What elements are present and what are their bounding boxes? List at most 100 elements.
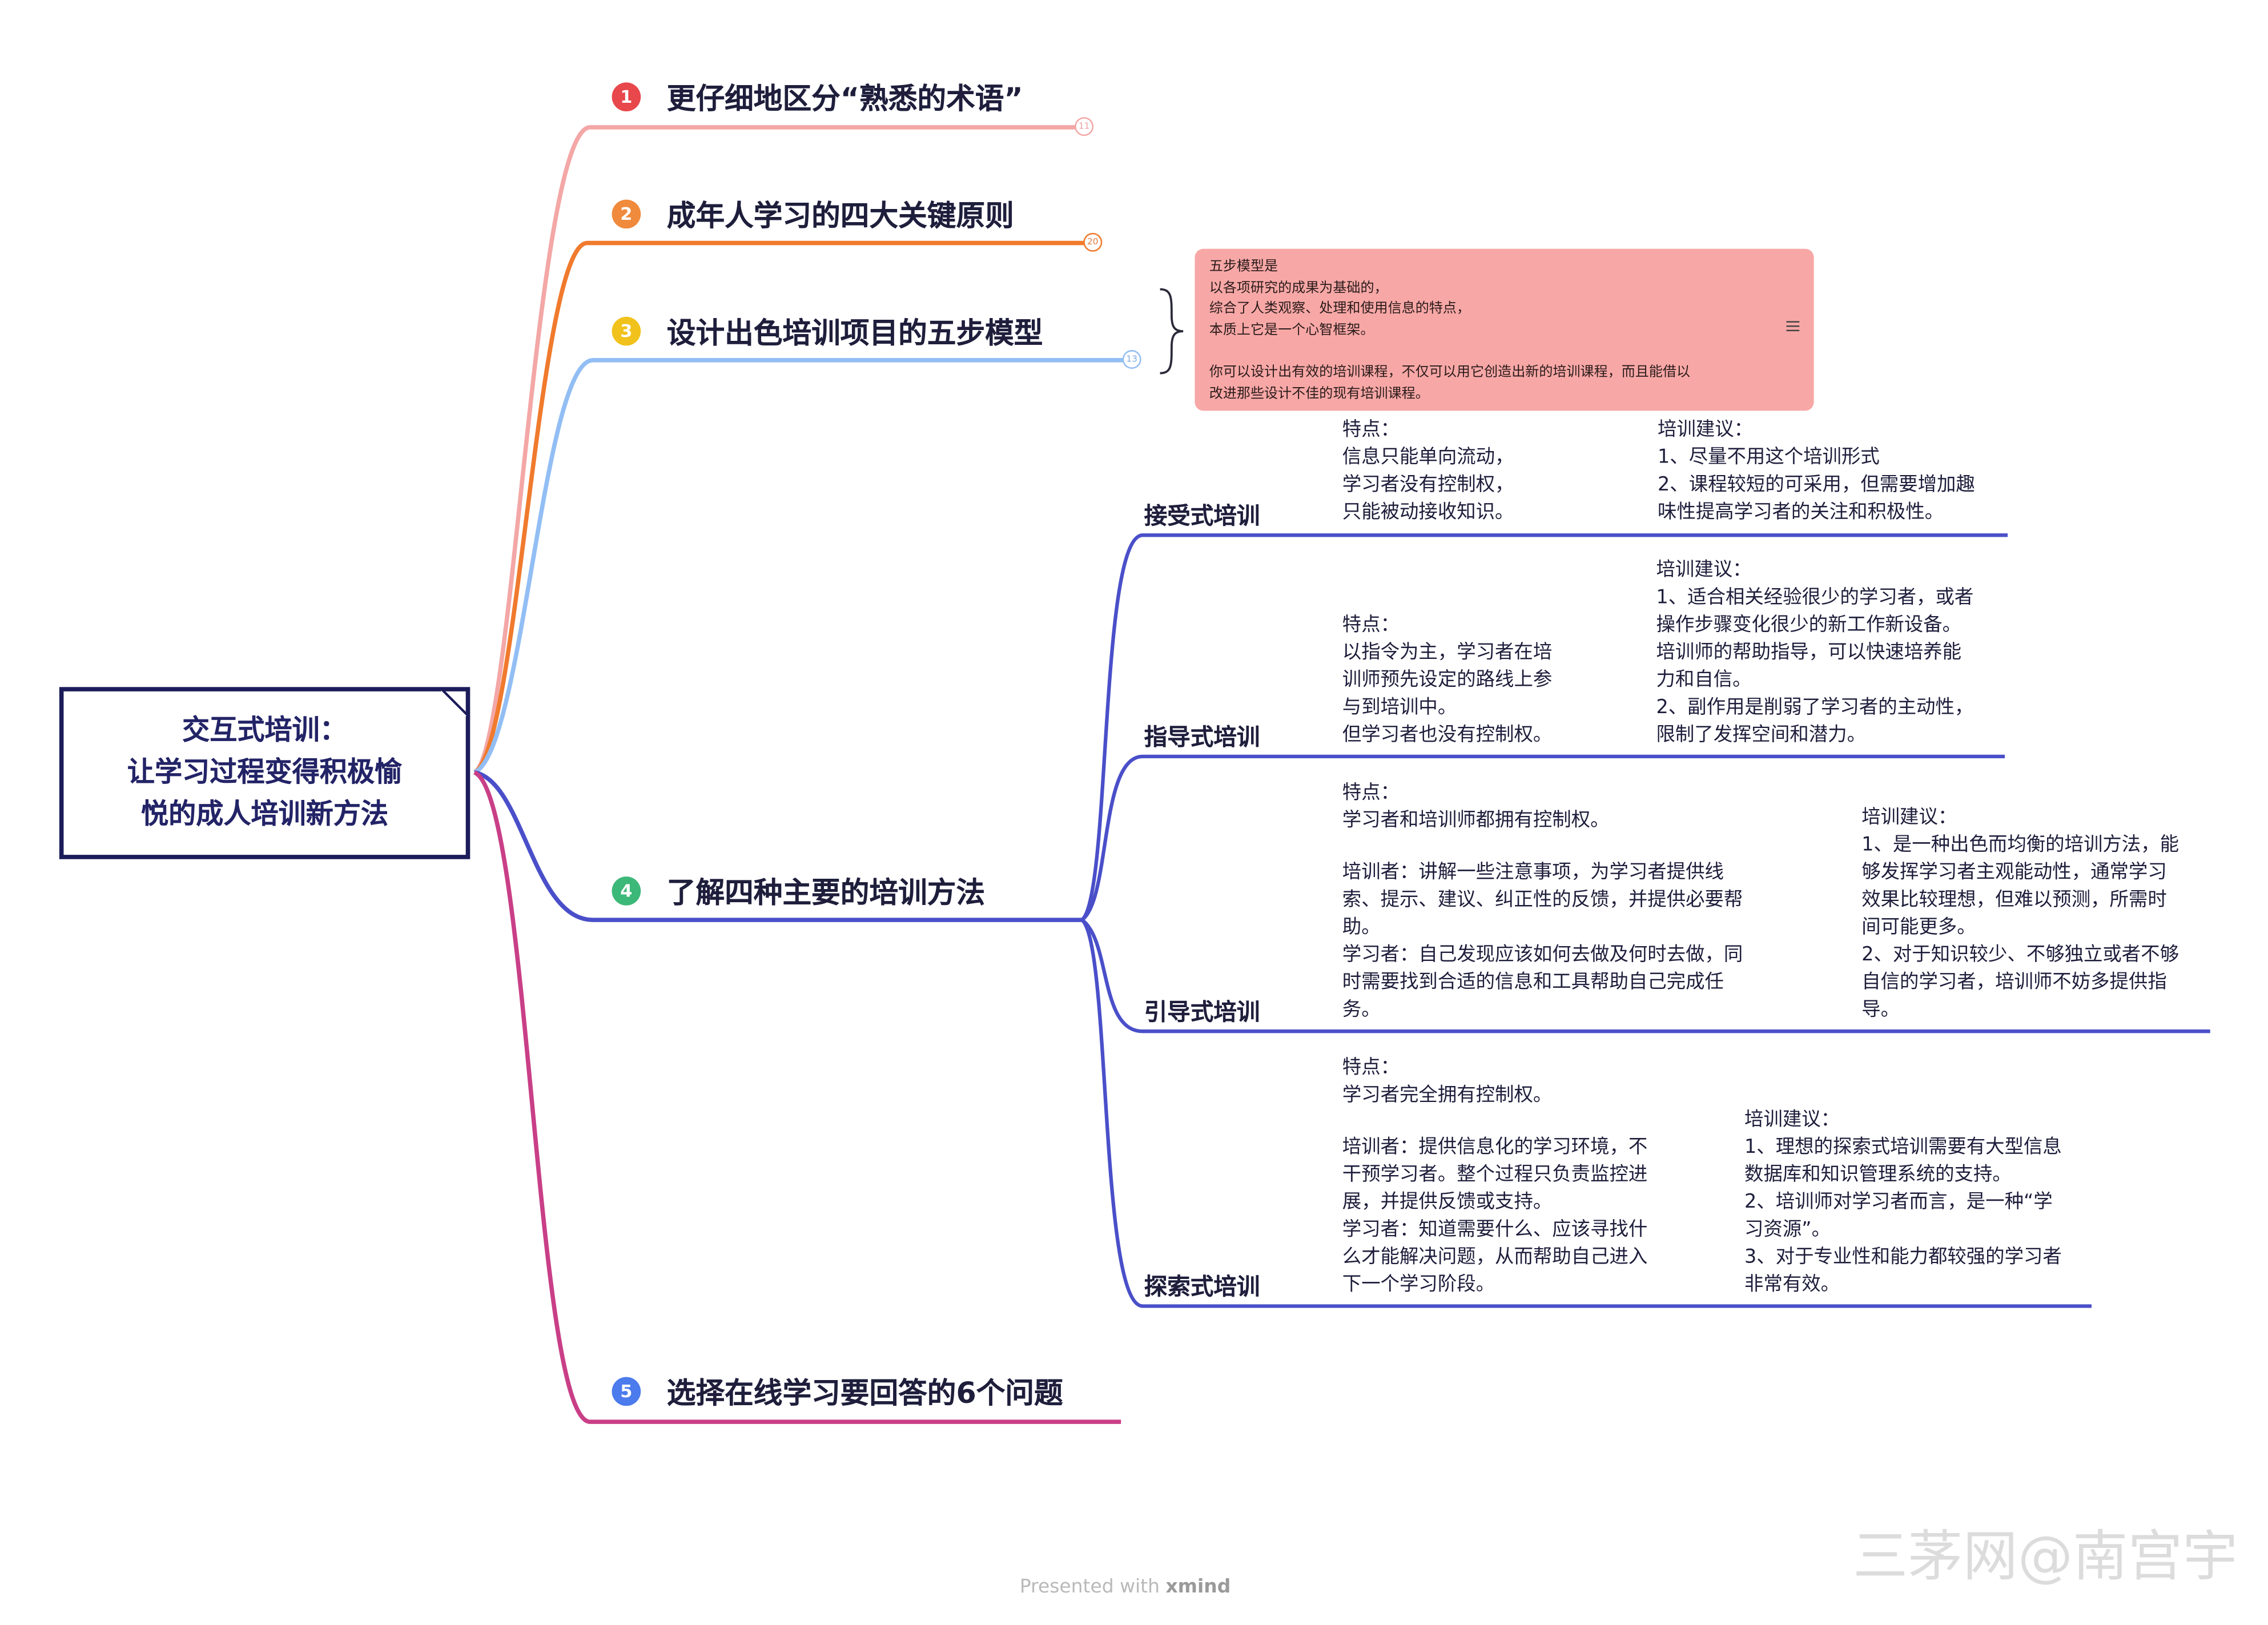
method-2-title[interactable]: 指导式培训 [1144,723,1260,751]
branch-line-5 [473,770,1121,1424]
central-topic-line-1: 交互式培训： [182,714,347,747]
text-line: 信息只能单向流动， [1342,447,1514,469]
text-line: 味性提高学习者的关注和积极性。 [1658,502,1944,524]
text-line: 1、适合相关经验很少的学习者，或者 [1656,587,1974,609]
method-1-advice[interactable]: 培训建议： 1、尽量不用这个培训形式 2、课程较短的可采用，但需要增加趣 味性提… [1658,417,1975,527]
method-line-3 [1080,918,2210,1033]
text-line: 特点： [1342,1057,1400,1079]
note-card[interactable]: 五步模型是 以各项研究的成果为基础的， 综合了人类观察、处理和使用信息的特点， … [1195,248,1814,411]
text-line: 培训建议： [1861,807,1957,829]
watermark: 三茅网@南宫宇 [1853,1524,2238,1588]
text-line: 助。 [1342,917,1381,939]
topic-4-label: 了解四种主要的培训方法 [666,875,986,910]
note-spacer [1209,342,1800,363]
text-line: 力和自信。 [1656,669,1752,691]
text-spacer [1342,835,1743,859]
topic-4[interactable]: 4 了解四种主要的培训方法 [612,869,986,911]
method-2-features[interactable]: 特点： 以指令为主，学习者在培 训师预先设定的路线上参 与到培训中。 但学习者也… [1342,612,1552,750]
text-line: 特点： [1342,614,1400,637]
topic-3-label: 设计出色培训项目的五步模型 [666,315,1043,351]
text-line: 2、课程较短的可采用，但需要增加趣 [1658,474,1975,496]
central-topic-line-2: 让学习过程变得积极愉 [127,756,403,789]
text-line: 2、对于知识较少、不够独立或者不够 [1861,944,2179,967]
text-line: 与到培训中。 [1342,697,1457,719]
text-line: 特点： [1342,419,1400,441]
text-line: 够发挥学习者主观能动性，通常学习 [1861,862,2167,884]
text-line: 数据库和知识管理系统的支持。 [1744,1164,2012,1186]
method-2-advice[interactable]: 培训建议： 1、适合相关经验很少的学习者，或者 操作步骤变化很少的新工作新设备。… [1656,557,1974,749]
method-4-title[interactable]: 探索式培训 [1144,1273,1260,1301]
text-line: 习资源”。 [1744,1219,1831,1241]
topic-2-label: 成年人学习的四大关键原则 [666,198,1014,233]
text-line: 索、提示、建议、纠正性的反馈，并提供必要帮 [1342,889,1743,911]
central-topic-line-3: 悦的成人培训新方法 [140,798,389,831]
text-line: 以指令为主，学习者在培 [1342,642,1553,664]
number-badge-icon: 4 [612,875,641,905]
text-line: 特点： [1342,782,1400,805]
collapsed-count-badge[interactable]: 11 [1075,117,1094,136]
text-line: 学习者：自己发现应该如何去做及何时去做，同 [1342,944,1743,967]
central-topic[interactable]: 交互式培训： 让学习过程变得积极愉 悦的成人培训新方法 [59,687,471,859]
xmind-logo: xmind [1165,1576,1231,1599]
text-line: 学习者完全拥有控制权。 [1342,1084,1553,1107]
number-badge-icon: 2 [612,199,641,228]
text-line: 间可能更多。 [1861,917,1976,939]
text-line: 3、对于专业性和能力都较强的学习者 [1744,1246,2062,1269]
method-line-4 [1080,918,2092,1308]
method-line-1 [1080,533,2008,922]
topic-5-label: 选择在线学习要回答的6个问题 [666,1375,1063,1410]
text-line: 务。 [1342,999,1381,1021]
text-line: 2、副作用是削弱了学习者的主动性， [1656,697,1974,719]
text-line: 效果比较理想，但难以预测，所需时 [1861,889,2167,911]
text-line: 时需要找到合适的信息和工具帮助自己完成任 [1342,972,1724,994]
topic-2[interactable]: 2 成年人学习的四大关键原则 [612,192,1014,234]
text-line: 下一个学习阶段。 [1342,1274,1495,1296]
note-line: 本质上它是一个心智框架。 [1209,322,1374,339]
method-1-title[interactable]: 接受式培训 [1144,502,1260,530]
branch-line-4 [474,770,1082,922]
method-line-2 [1080,754,2005,922]
number-badge-icon: 3 [612,316,641,345]
text-line: 培训建议： [1658,419,1754,441]
text-line: 学习者和培训师都拥有控制权。 [1342,810,1610,832]
method-3-title[interactable]: 引导式培训 [1144,997,1260,1026]
note-line: 以各项研究的成果为基础的， [1209,280,1388,296]
method-4-features[interactable]: 特点： 学习者完全拥有控制权。 培训者：提供信息化的学习环境，不 干预学习者。整… [1342,1055,1648,1299]
text-line: 限制了发挥空间和潜力。 [1656,725,1866,747]
text-line: 训师预先设定的路线上参 [1342,669,1553,691]
text-line: 培训师的帮助指导，可以快速培养能 [1656,642,1962,664]
text-line: 1、理想的探索式培训需要有大型信息 [1744,1137,2062,1159]
topic-5[interactable]: 5 选择在线学习要回答的6个问题 [612,1370,1063,1411]
note-menu-icon[interactable] [1786,321,1800,332]
topic-1-label: 更仔细地区分“熟悉的术语” [666,81,1023,116]
text-line: 只能被动接收知识。 [1342,502,1514,524]
note-line: 综合了人类观察、处理和使用信息的特点， [1209,301,1471,317]
summary-brace-icon [1160,288,1184,375]
text-line: 培训者：提供信息化的学习环境，不 [1342,1137,1648,1159]
branch-line-3 [473,357,1125,775]
topic-1[interactable]: 1 更仔细地区分“熟悉的术语” [612,75,1023,117]
text-line: 培训者：讲解一些注意事项，为学习者提供线 [1342,862,1724,884]
text-line: 操作步骤变化很少的新工作新设备。 [1656,614,1962,637]
text-line: 非常有效。 [1744,1274,1840,1296]
text-line: 培训建议： [1656,560,1752,582]
branch-line-1 [473,125,1082,775]
collapsed-count-badge[interactable]: 13 [1122,350,1141,369]
method-4-advice[interactable]: 培训建议： 1、理想的探索式培训需要有大型信息 数据库和知识管理系统的支持。 2… [1744,1107,2062,1299]
method-3-advice[interactable]: 培训建议： 1、是一种出色而均衡的培训方法，能 够发挥学习者主观能动性，通常学习… [1861,804,2179,1024]
method-3-features[interactable]: 特点： 学习者和培训师都拥有控制权。 培训者：讲解一些注意事项，为学习者提供线 … [1342,779,1743,1024]
text-line: 1、尽量不用这个培训形式 [1658,447,1880,469]
topic-3[interactable]: 3 设计出色培训项目的五步模型 [612,309,1043,351]
page-fold-icon [441,687,471,716]
method-1-features[interactable]: 特点： 信息只能单向流动， 学习者没有控制权， 只能被动接收知识。 [1342,417,1514,527]
text-line: 2、培训师对学习者而言，是一种“学 [1744,1192,2053,1214]
collapsed-count-badge[interactable]: 20 [1083,232,1103,252]
text-line: 学习者没有控制权， [1342,474,1514,496]
note-line: 五步模型是 [1209,259,1278,275]
number-badge-icon: 1 [612,82,641,111]
text-line: 么才能解决问题，从而帮助自己进入 [1342,1246,1648,1269]
number-badge-icon: 5 [612,1376,641,1406]
text-line: 但学习者也没有控制权。 [1342,725,1553,747]
